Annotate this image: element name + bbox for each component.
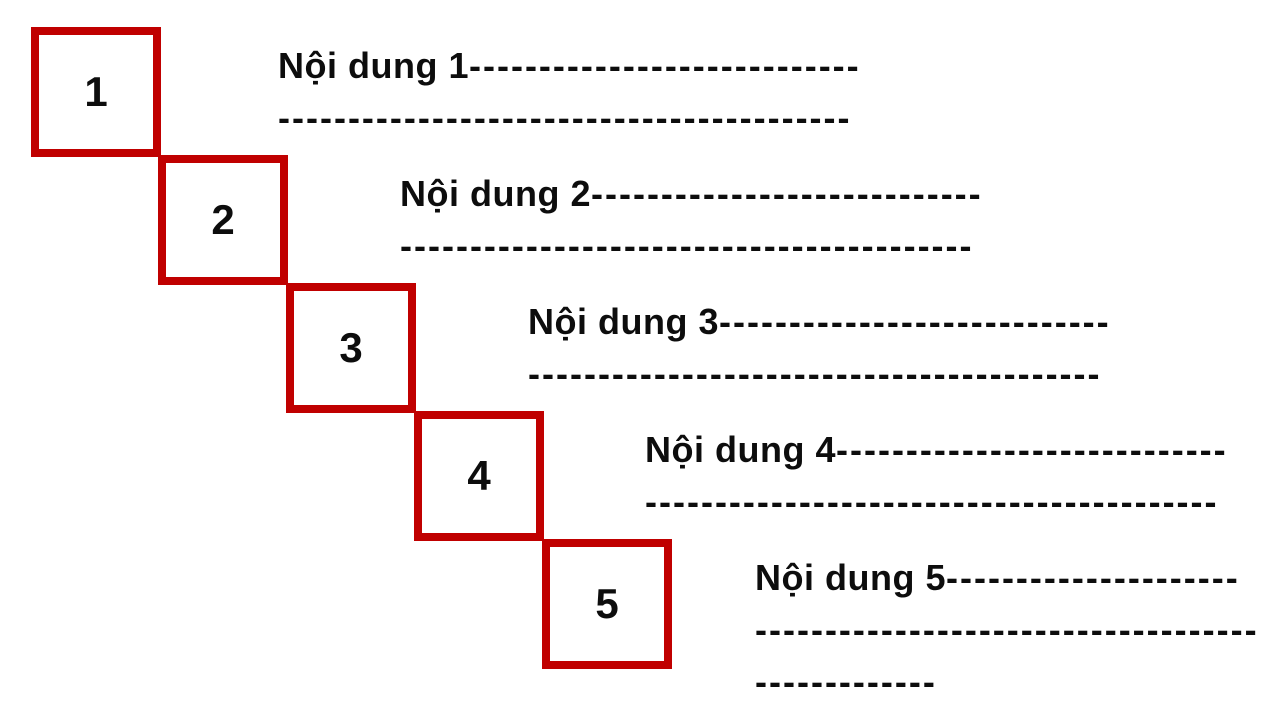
step-dashes-1-line-2: ----------------------------------------…: [278, 97, 852, 138]
step-number-5: 5: [595, 580, 619, 627]
step-dashes-4-line-2: ----------------------------------------…: [645, 481, 1219, 522]
step-number-4: 4: [467, 452, 491, 499]
step-box-5: 5: [542, 539, 672, 669]
step-number-1: 1: [84, 68, 108, 115]
step-dashes-2-line-2: ----------------------------------------…: [400, 225, 974, 266]
step-label-1: Nội dung 1: [278, 45, 469, 86]
step-dashes-2-line-1: ----------------------------: [590, 173, 983, 214]
step-label-5: Nội dung 5: [755, 557, 946, 598]
step-text-4: Nội dung 4---------------------------- -…: [645, 424, 1228, 528]
step-text-2-line-1: Nội dung 2----------------------------: [400, 168, 983, 220]
step-label-2: Nội dung 2: [400, 173, 591, 214]
step-text-3-line-1: Nội dung 3----------------------------: [528, 296, 1111, 348]
step-text-1-line-1: Nội dung 1----------------------------: [278, 40, 861, 92]
step-dashes-4-line-1: ----------------------------: [835, 429, 1228, 470]
step-dashes-5-line-3: -------------: [755, 661, 937, 702]
step-text-1: Nội dung 1---------------------------- -…: [278, 40, 861, 144]
step-box-2: 2: [158, 155, 288, 285]
step-number-2: 2: [211, 196, 235, 243]
step-box-3: 3: [286, 283, 416, 413]
step-text-4-line-1: Nội dung 4----------------------------: [645, 424, 1228, 476]
step-label-4: Nội dung 4: [645, 429, 836, 470]
step-dashes-5-line-2: ------------------------------------: [755, 609, 1259, 650]
step-dashes-3-line-1: ----------------------------: [718, 301, 1111, 342]
step-text-2: Nội dung 2---------------------------- -…: [400, 168, 983, 272]
step-dashes-1-line-1: ----------------------------: [468, 45, 861, 86]
step-text-5-line-1: Nội dung 5---------------------: [755, 552, 1259, 604]
step-dashes-3-line-2: ----------------------------------------…: [528, 353, 1102, 394]
step-label-3: Nội dung 3: [528, 301, 719, 342]
step-box-1: 1: [31, 27, 161, 157]
step-text-3: Nội dung 3---------------------------- -…: [528, 296, 1111, 400]
step-dashes-5-line-1: ---------------------: [945, 557, 1240, 598]
step-number-3: 3: [339, 324, 363, 371]
step-text-5: Nội dung 5--------------------- --------…: [755, 552, 1259, 708]
step-box-4: 4: [414, 411, 544, 541]
